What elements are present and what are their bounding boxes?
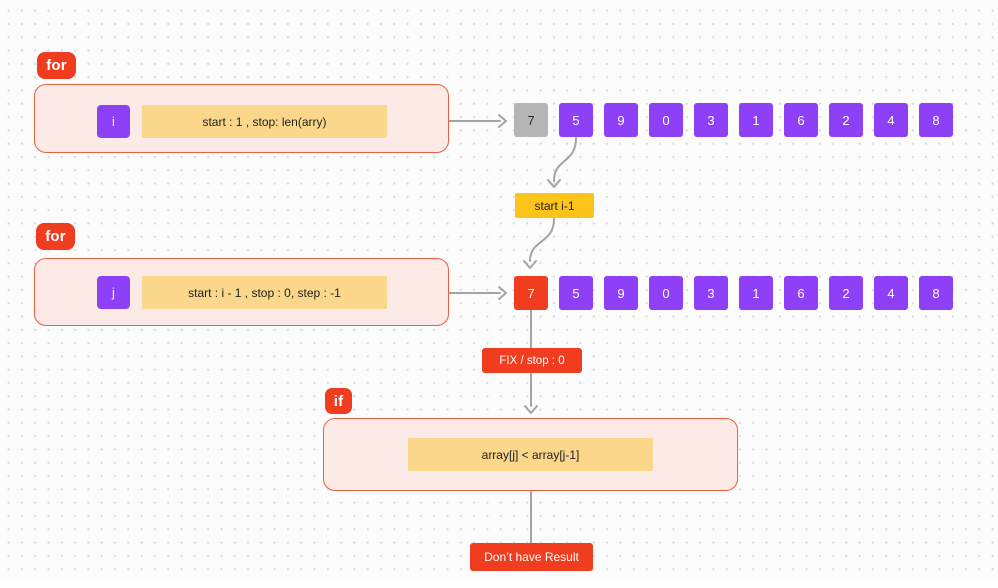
start-step-label[interactable]: start i-1 xyxy=(515,193,594,218)
array-cell[interactable]: 5 xyxy=(559,103,593,137)
array-cell[interactable]: 1 xyxy=(739,103,773,137)
array-cell[interactable]: 0 xyxy=(649,103,683,137)
if-badge[interactable]: if xyxy=(325,388,352,414)
array-cell[interactable]: 3 xyxy=(694,276,728,310)
loop-variable-j[interactable]: j xyxy=(97,276,130,309)
array-cell[interactable]: 7 xyxy=(514,103,548,137)
connector-start-step-to-array2[interactable] xyxy=(523,218,555,269)
array-cell[interactable]: 4 xyxy=(874,276,908,310)
connector-array1-to-start-step[interactable] xyxy=(547,137,577,188)
result-label[interactable]: Don’t have Result xyxy=(470,543,593,571)
array-cell[interactable]: 7 xyxy=(514,276,548,310)
array-cell[interactable]: 1 xyxy=(739,276,773,310)
connector-loop1-to-array1[interactable] xyxy=(448,114,507,128)
array-cell[interactable]: 8 xyxy=(919,103,953,137)
array-cell[interactable]: 9 xyxy=(604,276,638,310)
fix-stop-label[interactable]: FIX / stop : 0 xyxy=(482,348,582,373)
for-loop-2-badge[interactable]: for xyxy=(36,223,75,250)
array-cell[interactable]: 9 xyxy=(604,103,638,137)
array-cell[interactable]: 8 xyxy=(919,276,953,310)
array-cell[interactable]: 2 xyxy=(829,276,863,310)
canvas-bottom-edge xyxy=(0,578,998,588)
array-cell[interactable]: 3 xyxy=(694,103,728,137)
loop-2-params-label[interactable]: start : i - 1 , stop : 0, step : -1 xyxy=(142,276,387,309)
array-cell[interactable]: 6 xyxy=(784,103,818,137)
array-cell[interactable]: 6 xyxy=(784,276,818,310)
if-condition-label[interactable]: array[j] < array[j-1] xyxy=(408,438,653,471)
array-cell[interactable]: 2 xyxy=(829,103,863,137)
array-cell[interactable]: 0 xyxy=(649,276,683,310)
array-cell[interactable]: 5 xyxy=(559,276,593,310)
for-loop-1-badge[interactable]: for xyxy=(37,52,76,79)
connector-loop2-to-array2[interactable] xyxy=(448,286,507,300)
loop-1-params-label[interactable]: start : 1 , stop: len(arry) xyxy=(142,105,387,138)
array-cell[interactable]: 4 xyxy=(874,103,908,137)
loop-variable-i[interactable]: i xyxy=(97,105,130,138)
